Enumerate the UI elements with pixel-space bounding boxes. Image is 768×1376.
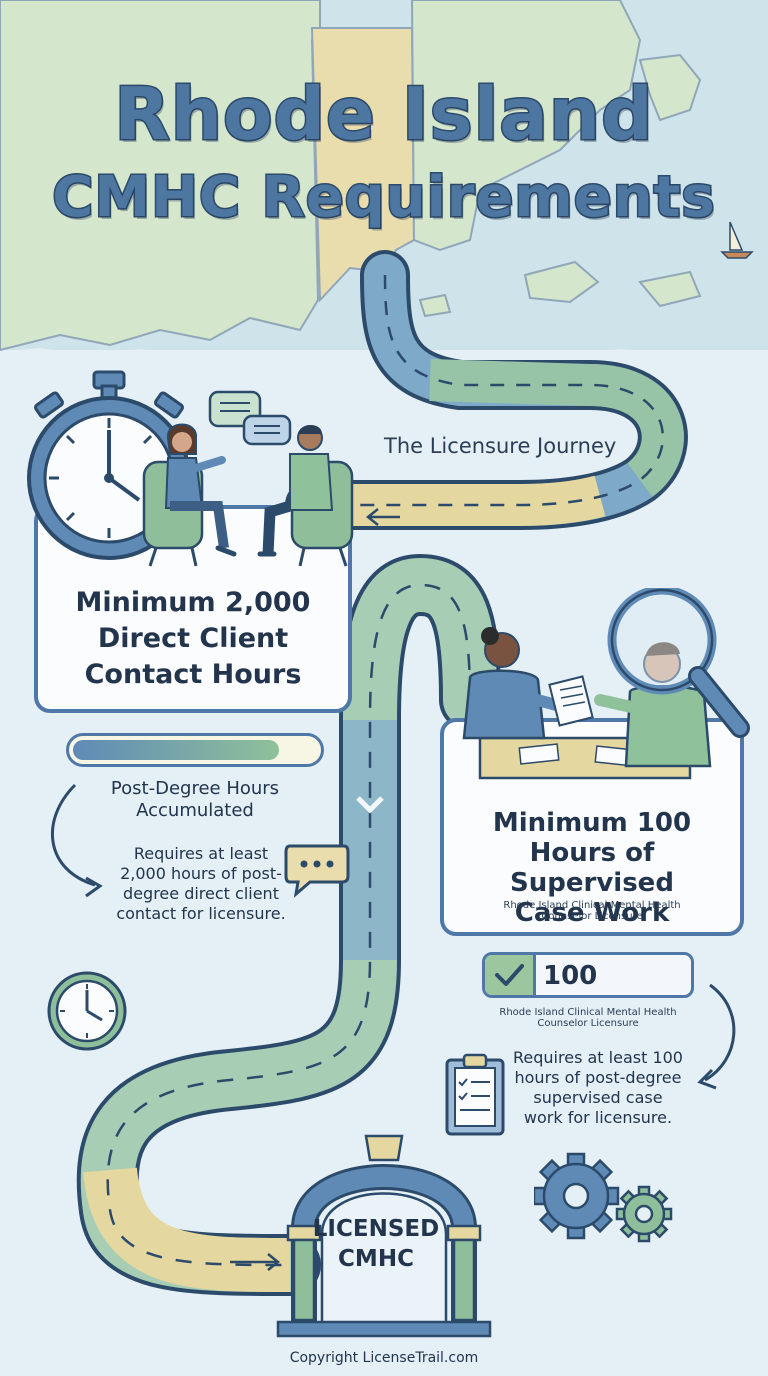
sailboat-icon [729, 221, 744, 251]
curved-arrow-right [704, 983, 736, 1082]
case-work-title-line3: Case Work [514, 898, 670, 928]
contact-note-line2: 2,000 hours of post- [120, 864, 282, 883]
progress-label-line2: Accumulated [136, 800, 254, 821]
badge-text: 100 Hours [543, 961, 629, 995]
page-subtitle: CMHC Requirements [51, 164, 716, 232]
speech-bubble-icon-2 [242, 414, 292, 446]
badge-check-area [485, 955, 536, 995]
case-work-subtitle: Rhode Island Clinical Mental Health Coun… [444, 900, 740, 922]
map-land-east [410, 0, 642, 252]
case-note-line2: hours of post-degree [514, 1068, 682, 1087]
map-island-3 [418, 293, 452, 318]
progress-label: Post-Degree Hours Accumulated [66, 778, 324, 822]
gate-text-line1: LICENSED [312, 1216, 440, 1242]
hours-progress-fill [73, 740, 280, 760]
contact-hours-title-line2: Direct Client [97, 623, 289, 654]
case-work-subtitle-line1: Rhode Island Clinical Mental Health [503, 900, 681, 911]
contact-note-line4: contact for licensure. [116, 904, 286, 923]
progress-label-line1: Post-Degree Hours [110, 778, 280, 799]
badge-subtitle: Rhode Island Clinical Mental Health Coun… [482, 1007, 694, 1029]
curved-arrow-left [51, 783, 96, 887]
licensed-gate-illustration [276, 1134, 492, 1338]
checkmark-icon [495, 964, 524, 986]
contact-hours-title-line3: Contact Hours [84, 659, 302, 690]
clock-icon [47, 971, 127, 1051]
case-note-line3: supervised case [533, 1088, 663, 1107]
contact-hours-title-line1: Minimum 2,000 [75, 587, 311, 618]
contact-note-line1: Requires at least [133, 844, 269, 863]
clipboard-icon [445, 1053, 505, 1136]
licensed-gate-text: LICENSED CMHC [306, 1214, 446, 1274]
journey-label: The Licensure Journey [384, 434, 617, 458]
map-island-2 [638, 270, 702, 308]
badge-subtitle-line1: Rhode Island Clinical Mental Health [499, 1007, 677, 1018]
case-note-line4: work for licensure. [523, 1108, 673, 1127]
case-work-title: Minimum 100 Hours of Supervised Case Wor… [444, 808, 740, 928]
hours-progress-bar [66, 733, 324, 767]
supervision-illustration [462, 588, 750, 780]
case-work-note: Requires at least 100 hours of post-degr… [508, 1048, 688, 1128]
map-island-1 [523, 260, 600, 304]
copyright-text: Copyright LicenseTrail.com [289, 1350, 479, 1366]
gate-text-line2: CMHC [338, 1246, 414, 1272]
case-note-line1: Requires at least 100 [513, 1048, 683, 1067]
hours-badge: 100 Hours [482, 952, 694, 998]
case-work-title-line2: Hours of Supervised [510, 838, 674, 898]
page-title: Rhode Island [113, 71, 654, 158]
counseling-session-illustration [142, 390, 354, 567]
badge-subtitle-line2: Counselor Licensure [537, 1018, 639, 1029]
contact-note-line3: degree direct client [123, 884, 279, 903]
licensure-road [76, 250, 688, 1296]
map-cape [638, 53, 702, 122]
contact-hours-title: Minimum 2,000 Direct Client Contact Hour… [40, 585, 346, 693]
contact-hours-note: Requires at least 2,000 hours of post- d… [96, 844, 306, 924]
case-work-subtitle-line2: Counselor Licensure [541, 911, 643, 922]
gears-icon [534, 1152, 673, 1243]
chat-bubble-icon [284, 844, 350, 898]
case-work-title-line1: Minimum 100 [492, 808, 692, 838]
